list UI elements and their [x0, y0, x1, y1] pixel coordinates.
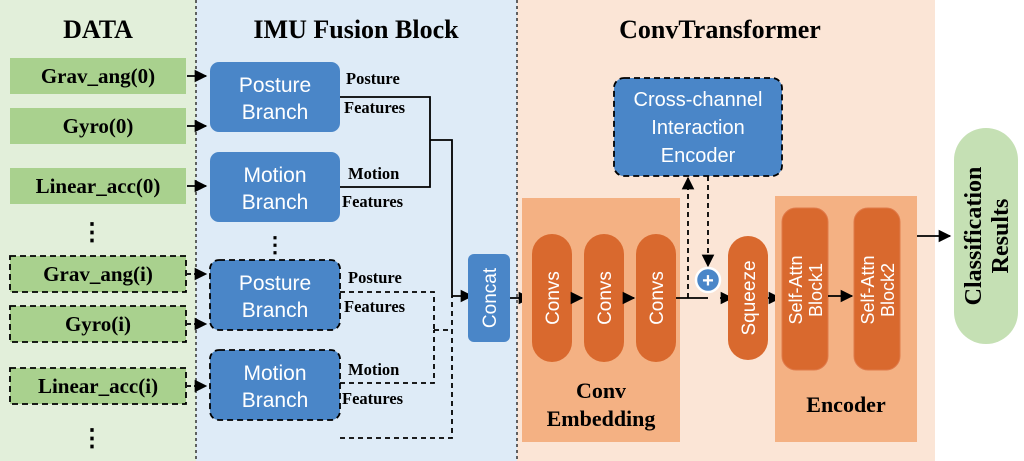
- conv-embedding-label-1: Conv: [576, 378, 626, 403]
- svg-text:Branch: Branch: [242, 191, 309, 214]
- motion-branch-0: Motion Branch: [210, 152, 340, 222]
- svg-text:Squeeze: Squeeze: [739, 260, 760, 335]
- posture-features-i-l1: Posture: [348, 268, 402, 287]
- svg-text:Motion: Motion: [243, 362, 306, 385]
- input-grav-ang-0: Grav_ang(0): [10, 58, 186, 94]
- svg-text:Posture: Posture: [239, 272, 311, 295]
- input-gyro-i: Gyro(i): [9, 305, 187, 343]
- motion-features-0-l1: Motion: [348, 164, 399, 183]
- svg-text:Grav_ang(i): Grav_ang(i): [43, 262, 153, 286]
- convs-pill-2: Convs: [584, 234, 624, 362]
- svg-text:Interaction: Interaction: [651, 117, 744, 139]
- svg-text:Convs: Convs: [595, 271, 616, 325]
- svg-text:Convs: Convs: [647, 271, 668, 325]
- input-arrows: [187, 69, 208, 393]
- imu-fusion-title: IMU Fusion Block: [253, 15, 459, 44]
- svg-text:Grav_ang(0): Grav_ang(0): [41, 64, 155, 88]
- motion-branch-i: Motion Branch: [209, 349, 341, 421]
- motion-features-i-l2: Features: [342, 389, 404, 408]
- concat-block: Concat: [468, 254, 510, 342]
- ellipsis-inputs-1: ⋮: [80, 220, 104, 246]
- input-linear-acc-i: Linear_acc(i): [9, 367, 187, 405]
- svg-text:Motion: Motion: [243, 164, 306, 187]
- posture-branch-0: Posture Branch: [210, 62, 340, 132]
- input-linear-acc-0: Linear_acc(0): [10, 168, 186, 204]
- svg-text:Results: Results: [988, 199, 1014, 274]
- input-grav-ang-i: Grav_ang(i): [9, 255, 187, 293]
- svg-text:Cross-channel: Cross-channel: [634, 89, 763, 111]
- posture-branch-i: Posture Branch: [209, 259, 341, 331]
- ellipsis-inputs-2: ⋮: [80, 426, 104, 452]
- svg-text:Branch: Branch: [242, 101, 309, 124]
- svg-text:Block1: Block1: [806, 263, 826, 317]
- cross-channel-encoder: Cross-channel Interaction Encoder: [613, 77, 783, 177]
- classification-results: Classification Results: [954, 128, 1018, 344]
- svg-text:Posture: Posture: [239, 74, 311, 97]
- motion-features-0-l2: Features: [342, 192, 404, 211]
- ellipsis-branches: ⋮: [264, 232, 286, 257]
- encoder-label: Encoder: [806, 392, 886, 417]
- posture-features-i-l2: Features: [344, 297, 406, 316]
- svg-text:Concat: Concat: [480, 267, 501, 328]
- data-title: DATA: [63, 15, 133, 44]
- svg-text:Linear_acc(0): Linear_acc(0): [36, 174, 161, 198]
- svg-text:Classification: Classification: [961, 167, 987, 306]
- svg-text:Convs: Convs: [543, 271, 564, 325]
- input-gyro-0: Gyro(0): [10, 108, 186, 144]
- squeeze-pill: Squeeze: [728, 236, 768, 360]
- svg-text:Encoder: Encoder: [661, 145, 736, 167]
- motion-features-i-l1: Motion: [348, 360, 399, 379]
- svg-text:Block2: Block2: [878, 263, 898, 317]
- svg-text:+: +: [702, 270, 714, 292]
- posture-features-0-l1: Posture: [346, 69, 400, 88]
- solid-connectors: [340, 96, 474, 303]
- convtransformer-title: ConvTransformer: [619, 15, 821, 44]
- svg-text:Self-Attn: Self-Attn: [858, 255, 878, 324]
- convs-pill-1: Convs: [532, 234, 572, 362]
- self-attn-block-2: Self-Attn Block2: [853, 207, 901, 371]
- svg-text:Linear_acc(i): Linear_acc(i): [38, 374, 158, 398]
- svg-text:Self-Attn: Self-Attn: [786, 255, 806, 324]
- self-attn-block-1: Self-Attn Block1: [781, 207, 829, 371]
- plus-circle: +: [694, 266, 722, 294]
- convs-pill-3: Convs: [636, 234, 676, 362]
- svg-text:Branch: Branch: [242, 389, 309, 412]
- svg-text:Branch: Branch: [242, 299, 309, 322]
- svg-text:Gyro(i): Gyro(i): [65, 312, 131, 336]
- dashed-connectors: [340, 291, 453, 439]
- conv-embedding-label-2: Embedding: [547, 406, 656, 431]
- feature-labels: Posture Features Motion Features Posture…: [342, 69, 406, 408]
- svg-text:Gyro(0): Gyro(0): [63, 114, 134, 138]
- posture-features-0-l2: Features: [344, 98, 406, 117]
